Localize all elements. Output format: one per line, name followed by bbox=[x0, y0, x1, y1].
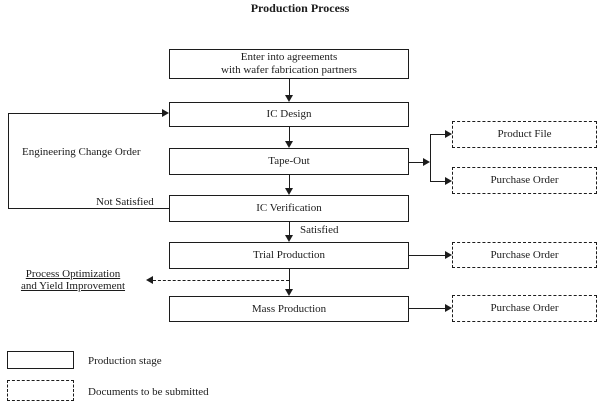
feedback-line-bottom bbox=[8, 208, 169, 209]
arrowhead-down-icon bbox=[285, 235, 293, 242]
flow-box-tape-out: Tape-Out bbox=[169, 148, 409, 175]
doc-box-purchase-order-tape-out-label: Purchase Order bbox=[490, 174, 559, 186]
legend-dashed-box-label: Documents to be submitted bbox=[88, 386, 209, 398]
connector-ic-design-to-tape-out bbox=[289, 127, 290, 142]
arrowhead-right-icon bbox=[445, 177, 452, 185]
label-process-optimization-line1: Process Optimization bbox=[25, 268, 121, 280]
connector-mass-to-purchase-order bbox=[409, 308, 445, 309]
flow-box-ic-design-label: IC Design bbox=[266, 108, 312, 120]
arrowhead-right-icon bbox=[445, 304, 452, 312]
flow-box-agreements-line1: Enter into agreements bbox=[240, 51, 338, 63]
flow-box-tape-out-label: Tape-Out bbox=[268, 155, 310, 167]
doc-box-product-file: Product File bbox=[452, 121, 597, 148]
arrowhead-right-icon bbox=[162, 109, 169, 117]
arrowhead-right-icon bbox=[445, 251, 452, 259]
flow-box-mass-production-label: Mass Production bbox=[251, 302, 327, 315]
doc-box-purchase-order-mass: Purchase Order bbox=[452, 295, 597, 322]
tape-out-branch-to-product-file bbox=[430, 134, 445, 135]
arrowhead-down-icon bbox=[285, 141, 293, 148]
doc-box-purchase-order-trial-label: Purchase Order bbox=[490, 248, 559, 261]
connector-trial-to-purchase-order bbox=[409, 255, 445, 256]
connector-trial-to-mass-production bbox=[289, 269, 290, 290]
flow-box-ic-verification: IC Verification bbox=[169, 195, 409, 222]
flow-box-ic-verification-label: IC Verification bbox=[256, 202, 322, 214]
arrowhead-down-icon bbox=[285, 95, 293, 102]
doc-box-purchase-order-trial: Purchase Order bbox=[452, 242, 597, 268]
doc-box-product-file-label: Product File bbox=[497, 128, 552, 140]
label-engineering-change-order: Engineering Change Order bbox=[22, 146, 141, 158]
doc-box-purchase-order-tape-out: Purchase Order bbox=[452, 167, 597, 194]
arrowhead-left-icon bbox=[146, 276, 153, 284]
arrowhead-down-icon bbox=[285, 289, 293, 296]
dashed-connector-process-optimization bbox=[153, 280, 289, 281]
flow-box-trial-production: Trial Production bbox=[169, 242, 409, 269]
label-process-optimization: Process Optimization and Yield Improveme… bbox=[12, 268, 134, 292]
tape-out-branch-stem bbox=[409, 162, 424, 163]
legend-dashed-box bbox=[7, 380, 74, 401]
flow-box-agreements-line2: with wafer fabrication partners bbox=[221, 64, 357, 76]
tape-out-branch-vertical bbox=[430, 134, 431, 182]
connector-tape-out-to-ic-verification bbox=[289, 175, 290, 189]
connector-agreements-to-ic-design bbox=[289, 79, 290, 96]
arrowhead-right-icon bbox=[423, 158, 430, 166]
feedback-line-vertical bbox=[8, 113, 9, 208]
label-satisfied: Satisfied bbox=[300, 224, 339, 236]
flow-box-trial-production-label: Trial Production bbox=[252, 249, 325, 261]
doc-box-purchase-order-mass-label: Purchase Order bbox=[490, 302, 559, 314]
flow-box-ic-design: IC Design bbox=[169, 102, 409, 127]
flow-box-agreements: Enter into agreements with wafer fabrica… bbox=[169, 49, 409, 79]
tape-out-branch-to-purchase-order bbox=[430, 181, 445, 182]
label-not-satisfied: Not Satisfied bbox=[96, 196, 154, 208]
diagram-title: Production Process bbox=[250, 1, 350, 15]
connector-ic-verification-to-trial-production bbox=[289, 222, 290, 236]
flow-box-mass-production: Mass Production bbox=[169, 296, 409, 322]
feedback-line-top bbox=[8, 113, 162, 114]
arrowhead-right-icon bbox=[445, 130, 452, 138]
label-process-optimization-line2: and Yield Improvement bbox=[20, 280, 126, 292]
arrowhead-down-icon bbox=[285, 188, 293, 195]
legend-solid-box bbox=[7, 351, 74, 369]
legend-solid-box-label: Production stage bbox=[88, 355, 162, 367]
